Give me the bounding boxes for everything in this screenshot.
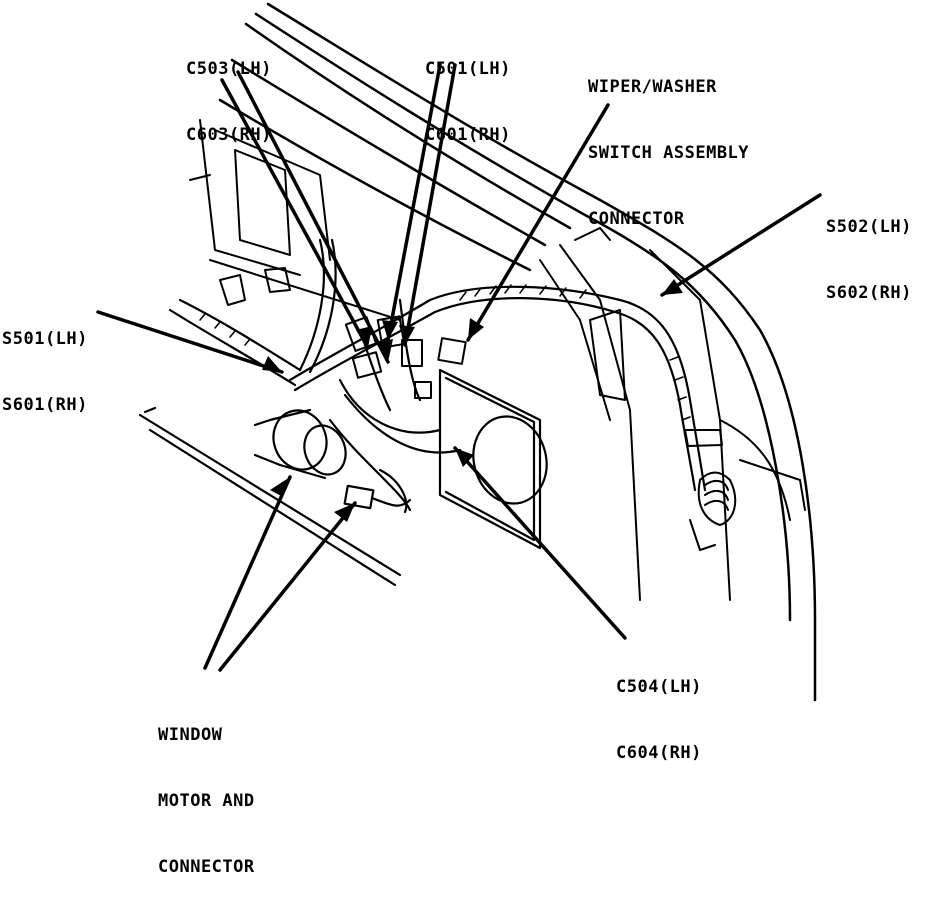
label-wiper-line1: WIPER/WASHER: [588, 77, 717, 97]
wiring-diagram: C503(LH) C603(RH) C501(LH) C601(RH) WIPE…: [2, 2, 912, 877]
wire-harness: [168, 238, 707, 514]
label-c501-line2: C601(RH): [425, 125, 511, 145]
arrow-heads: [262, 279, 683, 522]
label-window-line3: CONNECTOR: [158, 857, 255, 877]
door-frame: [218, 2, 817, 702]
label-c501: C501(LH) C601(RH): [425, 14, 511, 190]
label-window-line2: MOTOR AND: [158, 791, 255, 811]
leader-lines: [96, 63, 822, 672]
harness-ties: [199, 284, 691, 421]
label-c503-line2: C603(RH): [186, 125, 272, 145]
label-c503: C503(LH) C603(RH): [186, 14, 272, 190]
label-c504-line1: C504(LH): [616, 677, 702, 697]
window-motor-drawing: [138, 406, 412, 587]
label-c503-line1: C503(LH): [186, 59, 272, 79]
label-s501: S501(LH) S601(RH): [2, 284, 88, 460]
label-s502-line2: S602(RH): [826, 283, 912, 303]
inner-panel: [189, 119, 806, 601]
speaker-panel: [438, 368, 548, 550]
label-window-line1: WINDOW: [158, 725, 223, 745]
label-wiper-washer: WIPER/WASHER SWITCH ASSEMBLY CONNECTOR: [588, 32, 749, 274]
label-c504: C504(LH) C604(RH): [616, 632, 702, 808]
label-c504-line2: C604(RH): [616, 743, 702, 763]
grommet: [589, 309, 737, 551]
label-wiper-line3: CONNECTOR: [588, 209, 685, 229]
label-s501-line2: S601(RH): [2, 395, 88, 415]
door-illustration: [96, 2, 822, 702]
label-s502-line1: S502(LH): [826, 217, 912, 237]
label-window-motor: WINDOW MOTOR AND CONNECTOR: [158, 680, 255, 922]
label-s501-line1: S501(LH): [2, 329, 88, 349]
label-s502: S502(LH) S602(RH): [826, 172, 912, 348]
label-c501-line1: C501(LH): [425, 59, 511, 79]
label-wiper-line2: SWITCH ASSEMBLY: [588, 143, 750, 163]
